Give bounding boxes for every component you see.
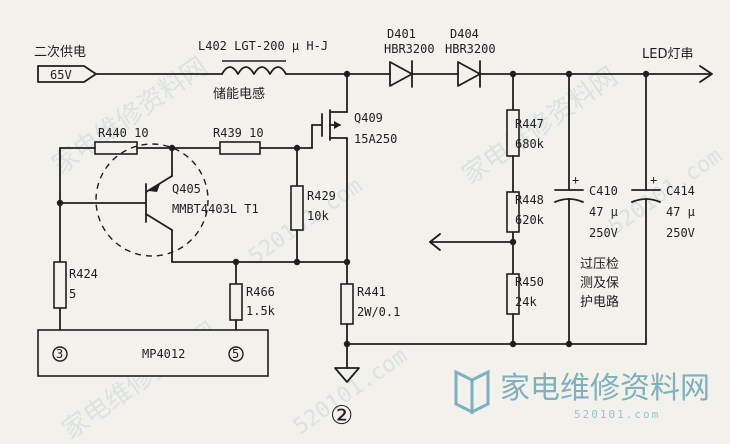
r441-value: 2W/0.1	[357, 305, 400, 319]
logo-url: 520101.com	[574, 408, 660, 421]
pin3-marker	[52, 346, 68, 362]
ic-name: MP4012	[142, 347, 185, 361]
highlight-circle	[95, 143, 209, 257]
pin5-marker	[228, 346, 244, 362]
c410-label: C410	[589, 184, 618, 198]
ovp-line-1: 过压检	[580, 257, 619, 272]
input-voltage: 65V	[50, 68, 72, 82]
q409-label: Q409	[354, 111, 383, 125]
resistor-r429	[290, 185, 304, 231]
input-arrow-icon	[37, 65, 97, 83]
feedback-arrow-icon	[429, 233, 441, 251]
inductor-desc: 储能电感	[213, 86, 265, 102]
d404-label: D404	[450, 27, 479, 41]
figure-number: ②	[330, 401, 353, 431]
transistor-q405: Q405 MMBT4403L T1	[59, 143, 259, 263]
r429-label: R429	[307, 189, 336, 203]
c410-cap: 47 μ	[589, 205, 618, 219]
input-label: 二次供电	[34, 44, 86, 60]
watermark-logo: 家电维修资料网 520101.com	[454, 369, 710, 421]
diode-d401: D401 HBR3200	[384, 27, 435, 88]
ovp-line-2: 测及保	[580, 276, 619, 291]
r424-value: 5	[69, 287, 76, 301]
input-terminal: 二次供电 65V	[34, 44, 97, 83]
q409-part: 15A250	[354, 132, 397, 146]
r450-value: 24k	[515, 295, 537, 309]
r441-label: R441	[357, 285, 386, 299]
ground-icon	[334, 367, 360, 383]
ovp-line-3: 护电路	[580, 294, 619, 310]
d401-part: HBR3200	[384, 42, 435, 56]
diode-d404: D404 HBR3200	[445, 27, 496, 88]
d404-part: HBR3200	[445, 42, 496, 56]
resistor-r439	[219, 141, 261, 155]
resistor-r440	[94, 141, 138, 155]
r440-label: R440 10	[98, 126, 149, 140]
r447-label: R447	[515, 117, 544, 131]
r448-label: R448	[515, 193, 544, 207]
mosfet-q409: Q409 15A250	[311, 73, 397, 149]
resistor-r466	[229, 283, 243, 321]
inductor-label: L402 LGT-200 μ H-J	[198, 39, 328, 53]
r466-value: 1.5k	[246, 304, 276, 318]
resistor-r441	[340, 283, 354, 325]
r447-value: 680k	[515, 137, 545, 151]
r439-label: R439 10	[213, 126, 264, 140]
capacitor-c414: + C414 47 μ 250V	[631, 73, 695, 345]
pin5-label: 5	[232, 347, 239, 361]
r424-label: R424	[69, 267, 98, 281]
c410-plus: +	[572, 173, 579, 187]
output-arrow-icon	[699, 65, 713, 83]
junction-dot	[293, 258, 301, 266]
q405-part: MMBT4403L T1	[172, 202, 259, 216]
junction-dot	[343, 258, 351, 266]
book-icon	[454, 369, 474, 415]
c414-volt: 250V	[666, 226, 695, 240]
watermark-url: 520101.com	[244, 173, 367, 269]
r429-value: 10k	[307, 209, 329, 223]
ic-mp4012: 3 5 MP4012	[37, 329, 269, 377]
r448-value: 620k	[515, 213, 545, 227]
watermark-text: 家电维修资料网	[47, 52, 213, 181]
q405-label: Q405	[172, 182, 201, 196]
r466-label: R466	[246, 285, 275, 299]
capacitor-c410: + C410 47 μ 250V	[554, 73, 618, 345]
c414-cap: 47 μ	[666, 205, 695, 219]
c414-plus: +	[650, 173, 657, 187]
inductor-l402: L402 LGT-200 μ H-J 储能电感	[198, 39, 328, 102]
resistor-r424	[53, 261, 67, 309]
c410-volt: 250V	[589, 226, 618, 240]
output-label: LED灯串	[642, 47, 693, 62]
c414-label: C414	[666, 184, 695, 198]
d401-label: D401	[387, 27, 416, 41]
logo-text: 家电维修资料网	[500, 371, 710, 406]
r450-label: R450	[515, 275, 544, 289]
pin3-label: 3	[56, 347, 63, 361]
